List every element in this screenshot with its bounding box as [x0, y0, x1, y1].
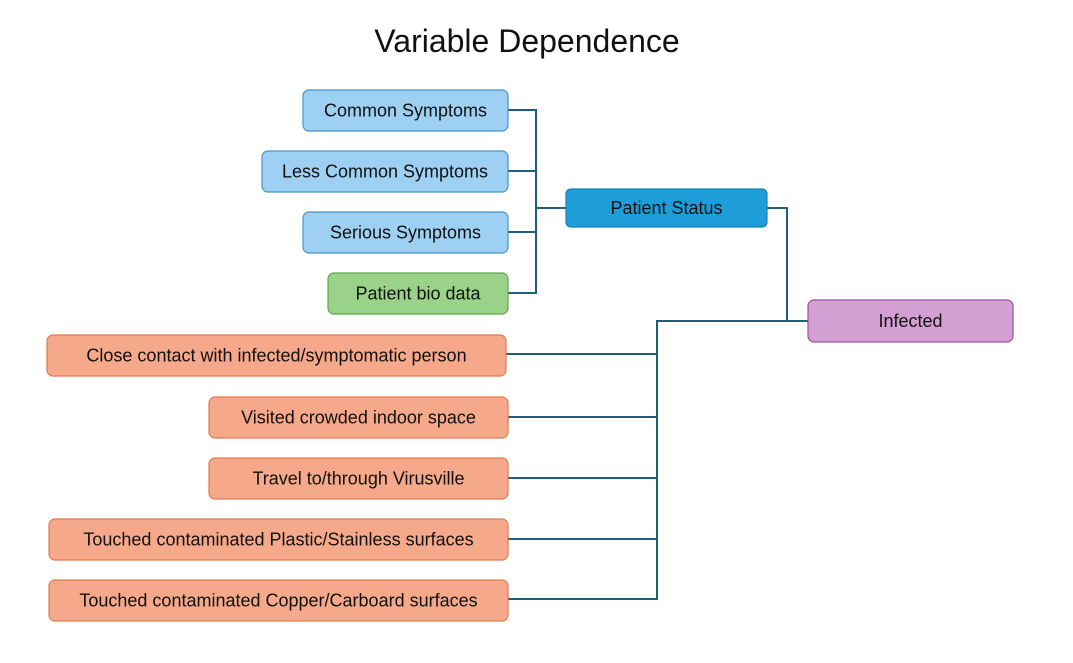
node-box: [46, 334, 507, 377]
node-patient-bio-data: Patient bio data: [327, 272, 509, 315]
node-box: [48, 518, 509, 561]
symptom-bracket-line: [508, 109, 537, 294]
node-box: [327, 272, 509, 315]
node-label: Visited crowded indoor space: [241, 408, 476, 428]
diagram-title: Variable Dependence: [374, 23, 679, 59]
node-infected: Infected: [807, 299, 1014, 343]
node-box: [208, 396, 509, 439]
node-box: [565, 188, 768, 228]
node-serious-symptoms: Serious Symptoms: [302, 211, 509, 254]
node-box: [48, 579, 509, 622]
node-box: [302, 89, 509, 132]
node-less-common-symptoms: Less Common Symptoms: [261, 150, 509, 193]
node-box: [807, 299, 1014, 343]
node-label: Patient bio data: [355, 284, 481, 304]
node-common-symptoms: Common Symptoms: [302, 89, 509, 132]
connector-status-to-infected: [767, 207, 808, 322]
node-label: Patient Status: [610, 198, 722, 218]
node-box: [261, 150, 509, 193]
node-patient-status: Patient Status: [565, 188, 768, 228]
node-copper-cardboard: Touched contaminated Copper/Carboard sur…: [48, 579, 509, 622]
node-label: Infected: [878, 311, 942, 331]
node-travel-virusville: Travel to/through Virusville: [208, 457, 509, 500]
node-close-contact: Close contact with infected/symptomatic …: [46, 334, 507, 377]
symptom-connectors: [508, 109, 566, 294]
node-label: Common Symptoms: [324, 101, 487, 121]
exposure-bracket-line: [508, 320, 808, 600]
node-label: Serious Symptoms: [330, 223, 481, 243]
exposure-connectors: [506, 320, 808, 600]
node-box: [302, 211, 509, 254]
node-label: Travel to/through Virusville: [252, 469, 464, 489]
node-plastic-stainless: Touched contaminated Plastic/Stainless s…: [48, 518, 509, 561]
node-box: [208, 457, 509, 500]
node-label: Close contact with infected/symptomatic …: [86, 346, 466, 366]
node-label: Less Common Symptoms: [282, 162, 488, 182]
node-label: Touched contaminated Copper/Carboard sur…: [79, 591, 477, 611]
node-label: Touched contaminated Plastic/Stainless s…: [83, 530, 473, 550]
node-crowded-indoor: Visited crowded indoor space: [208, 396, 509, 439]
